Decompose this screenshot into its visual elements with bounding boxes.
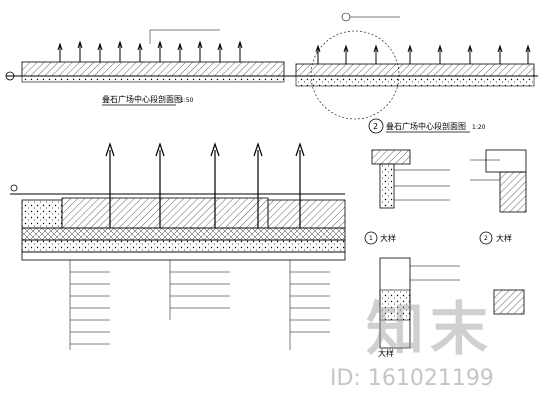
section-title-top-left: 叠石广场中心段剖面图 <box>102 94 182 104</box>
section-main <box>10 142 346 350</box>
section-title-mid-group: 2 叠石广场中心段剖面图 1:20 <box>368 118 486 134</box>
section-top-left: 叠石广场中心段剖面图 1:50 <box>5 29 290 106</box>
detail-2-title: 大样 <box>496 233 512 243</box>
detail-2-number: 2 <box>484 235 488 242</box>
watermark-logo: 知末 <box>366 295 495 363</box>
detail-1-title: 大样 <box>380 233 396 243</box>
detail-1: 1 大样 <box>364 149 450 245</box>
leader-lines-main <box>69 260 330 350</box>
section-title-mid: 叠石广场中心段剖面图 <box>386 121 466 131</box>
section-top-right <box>290 12 538 120</box>
detail-3-title: 大样 <box>378 348 394 358</box>
detail-1-number: 1 <box>369 235 373 242</box>
tree-row-main <box>105 142 305 228</box>
section-scale-top-left: 1:50 <box>180 97 194 104</box>
section-scale-mid: 1:20 <box>472 124 486 131</box>
detail-2: 2 大样 <box>470 149 527 245</box>
tree-row-top-left <box>57 40 243 62</box>
callout-number-mid-title: 2 <box>373 122 378 131</box>
tree-row-top-right <box>315 44 531 64</box>
watermark-id: ID: 161021199 <box>330 366 494 391</box>
detail-3: 大样 <box>378 257 525 358</box>
